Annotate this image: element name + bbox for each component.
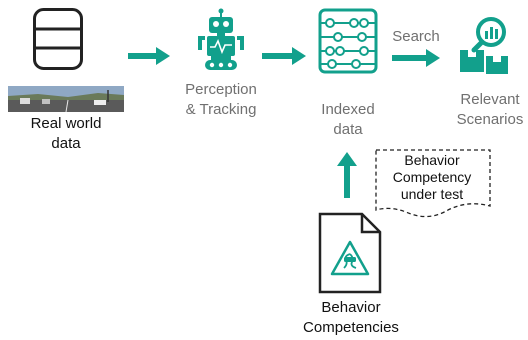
arrow-right-icon bbox=[262, 47, 306, 65]
arrow-right-icon bbox=[128, 47, 170, 65]
indexed-label: Indexed data bbox=[321, 101, 375, 138]
robot-icon bbox=[198, 8, 244, 70]
perception-label: Perception & Tracking bbox=[185, 81, 257, 118]
real-world-label: Real world data bbox=[30, 115, 102, 152]
note-callout bbox=[375, 149, 491, 218]
arrow-up-icon bbox=[337, 152, 357, 198]
database-icon bbox=[33, 8, 83, 70]
document-warning-icon bbox=[318, 212, 382, 294]
competencies-label: Behavior Competencies bbox=[303, 299, 399, 336]
arrow-right-icon bbox=[392, 49, 440, 67]
search-label: Search bbox=[392, 28, 440, 45]
abacus-icon bbox=[318, 8, 378, 74]
search-boxes-icon bbox=[460, 17, 508, 74]
relevant-label: Relevant Scenarios bbox=[456, 91, 524, 128]
road-photo bbox=[8, 86, 124, 112]
note-text: Behavior Competency under test bbox=[392, 152, 472, 202]
